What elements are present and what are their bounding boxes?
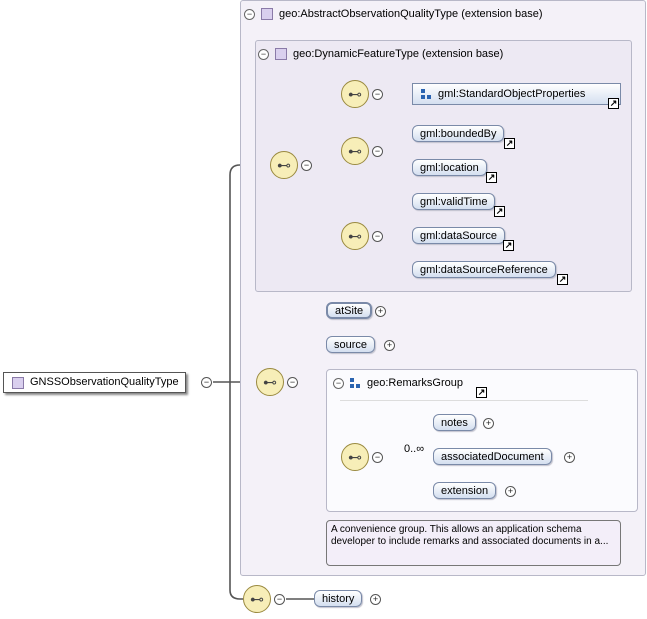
sequence-root-icon[interactable]: ⊷ bbox=[256, 368, 284, 396]
standard-object-properties-label: gml:StandardObjectProperties bbox=[438, 88, 586, 100]
extension-inner-header[interactable]: − geo:DynamicFeatureType (extension base… bbox=[258, 48, 503, 60]
root-complex-type[interactable]: GNSSObservationQualityType bbox=[3, 372, 186, 393]
collapse-icon[interactable]: − bbox=[333, 377, 344, 389]
sequence-valid-collapse[interactable]: − bbox=[372, 231, 383, 242]
complex-type-icon bbox=[275, 48, 287, 60]
group-icon bbox=[350, 377, 361, 389]
group-icon bbox=[421, 88, 432, 100]
occurrence-label: 0..∞ bbox=[404, 443, 425, 455]
element-source[interactable]: source bbox=[326, 336, 376, 353]
reference-arrow-icon[interactable]: ↗ bbox=[557, 274, 568, 285]
element-boundedBy[interactable]: gml:boundedBy bbox=[412, 125, 505, 142]
expand-atSite[interactable]: + bbox=[375, 306, 386, 317]
reference-arrow-icon[interactable]: ↗ bbox=[494, 206, 505, 217]
sequence-std-collapse[interactable]: − bbox=[372, 89, 383, 100]
sequence-std-icon[interactable]: ⊷ bbox=[341, 80, 369, 108]
reference-arrow-icon[interactable]: ↗ bbox=[504, 138, 515, 149]
sequence-extension-icon[interactable]: ⊷ bbox=[270, 151, 298, 179]
remarks-group-title: geo:RemarksGroup bbox=[367, 377, 463, 389]
remarks-group-header[interactable]: − geo:RemarksGroup bbox=[333, 377, 463, 389]
complex-type-icon bbox=[261, 8, 273, 20]
sequence-remarks-icon[interactable]: ⊷ bbox=[341, 443, 369, 471]
element-associatedDocument[interactable]: associatedDocument bbox=[433, 448, 552, 465]
element-extension[interactable]: extension bbox=[433, 482, 497, 499]
extension-outer-title: geo:AbstractObservationQualityType (exte… bbox=[279, 8, 543, 20]
complex-type-icon bbox=[12, 376, 24, 389]
expand-source[interactable]: + bbox=[384, 340, 395, 351]
expand-history[interactable]: + bbox=[370, 594, 381, 605]
element-notes[interactable]: notes bbox=[433, 414, 476, 431]
sequence-root-collapse[interactable]: − bbox=[287, 377, 298, 388]
root-label: GNSSObservationQualityType bbox=[30, 376, 179, 388]
element-history[interactable]: history bbox=[314, 590, 363, 607]
reference-arrow-icon[interactable]: ↗ bbox=[608, 98, 619, 109]
expand-extension[interactable]: + bbox=[505, 486, 516, 497]
collapse-icon[interactable]: − bbox=[258, 48, 269, 60]
sequence-remarks-collapse[interactable]: − bbox=[372, 452, 383, 463]
sequence-history-icon[interactable]: ⊷ bbox=[243, 585, 271, 613]
remarks-divider bbox=[340, 400, 588, 401]
element-validTime[interactable]: gml:validTime bbox=[412, 193, 496, 210]
reference-arrow-icon[interactable]: ↗ bbox=[503, 240, 514, 251]
element-atSite[interactable]: atSite bbox=[326, 302, 373, 319]
element-location[interactable]: gml:location bbox=[412, 159, 487, 176]
root-collapse-button[interactable]: − bbox=[201, 377, 212, 388]
reference-arrow-icon[interactable]: ↗ bbox=[476, 387, 487, 398]
sequence-bounded-icon[interactable]: ⊷ bbox=[341, 137, 369, 165]
sequence-valid-icon[interactable]: ⊷ bbox=[341, 222, 369, 250]
element-dataSource[interactable]: gml:dataSource bbox=[412, 227, 506, 244]
sequence-history-collapse[interactable]: − bbox=[274, 594, 285, 605]
expand-notes[interactable]: + bbox=[483, 418, 494, 429]
standard-object-properties[interactable]: gml:StandardObjectProperties bbox=[412, 83, 621, 105]
element-dataSourceReference[interactable]: gml:dataSourceReference bbox=[412, 261, 556, 278]
sequence-extension-collapse[interactable]: − bbox=[301, 160, 312, 171]
extension-outer-header[interactable]: − geo:AbstractObservationQualityType (ex… bbox=[244, 8, 543, 20]
sequence-bounded-collapse[interactable]: − bbox=[372, 146, 383, 157]
annotation-note: A convenience group. This allows an appl… bbox=[326, 520, 621, 566]
extension-inner-title: geo:DynamicFeatureType (extension base) bbox=[293, 48, 504, 60]
expand-associatedDocument[interactable]: + bbox=[564, 452, 575, 463]
collapse-icon[interactable]: − bbox=[244, 8, 255, 20]
reference-arrow-icon[interactable]: ↗ bbox=[486, 172, 497, 183]
